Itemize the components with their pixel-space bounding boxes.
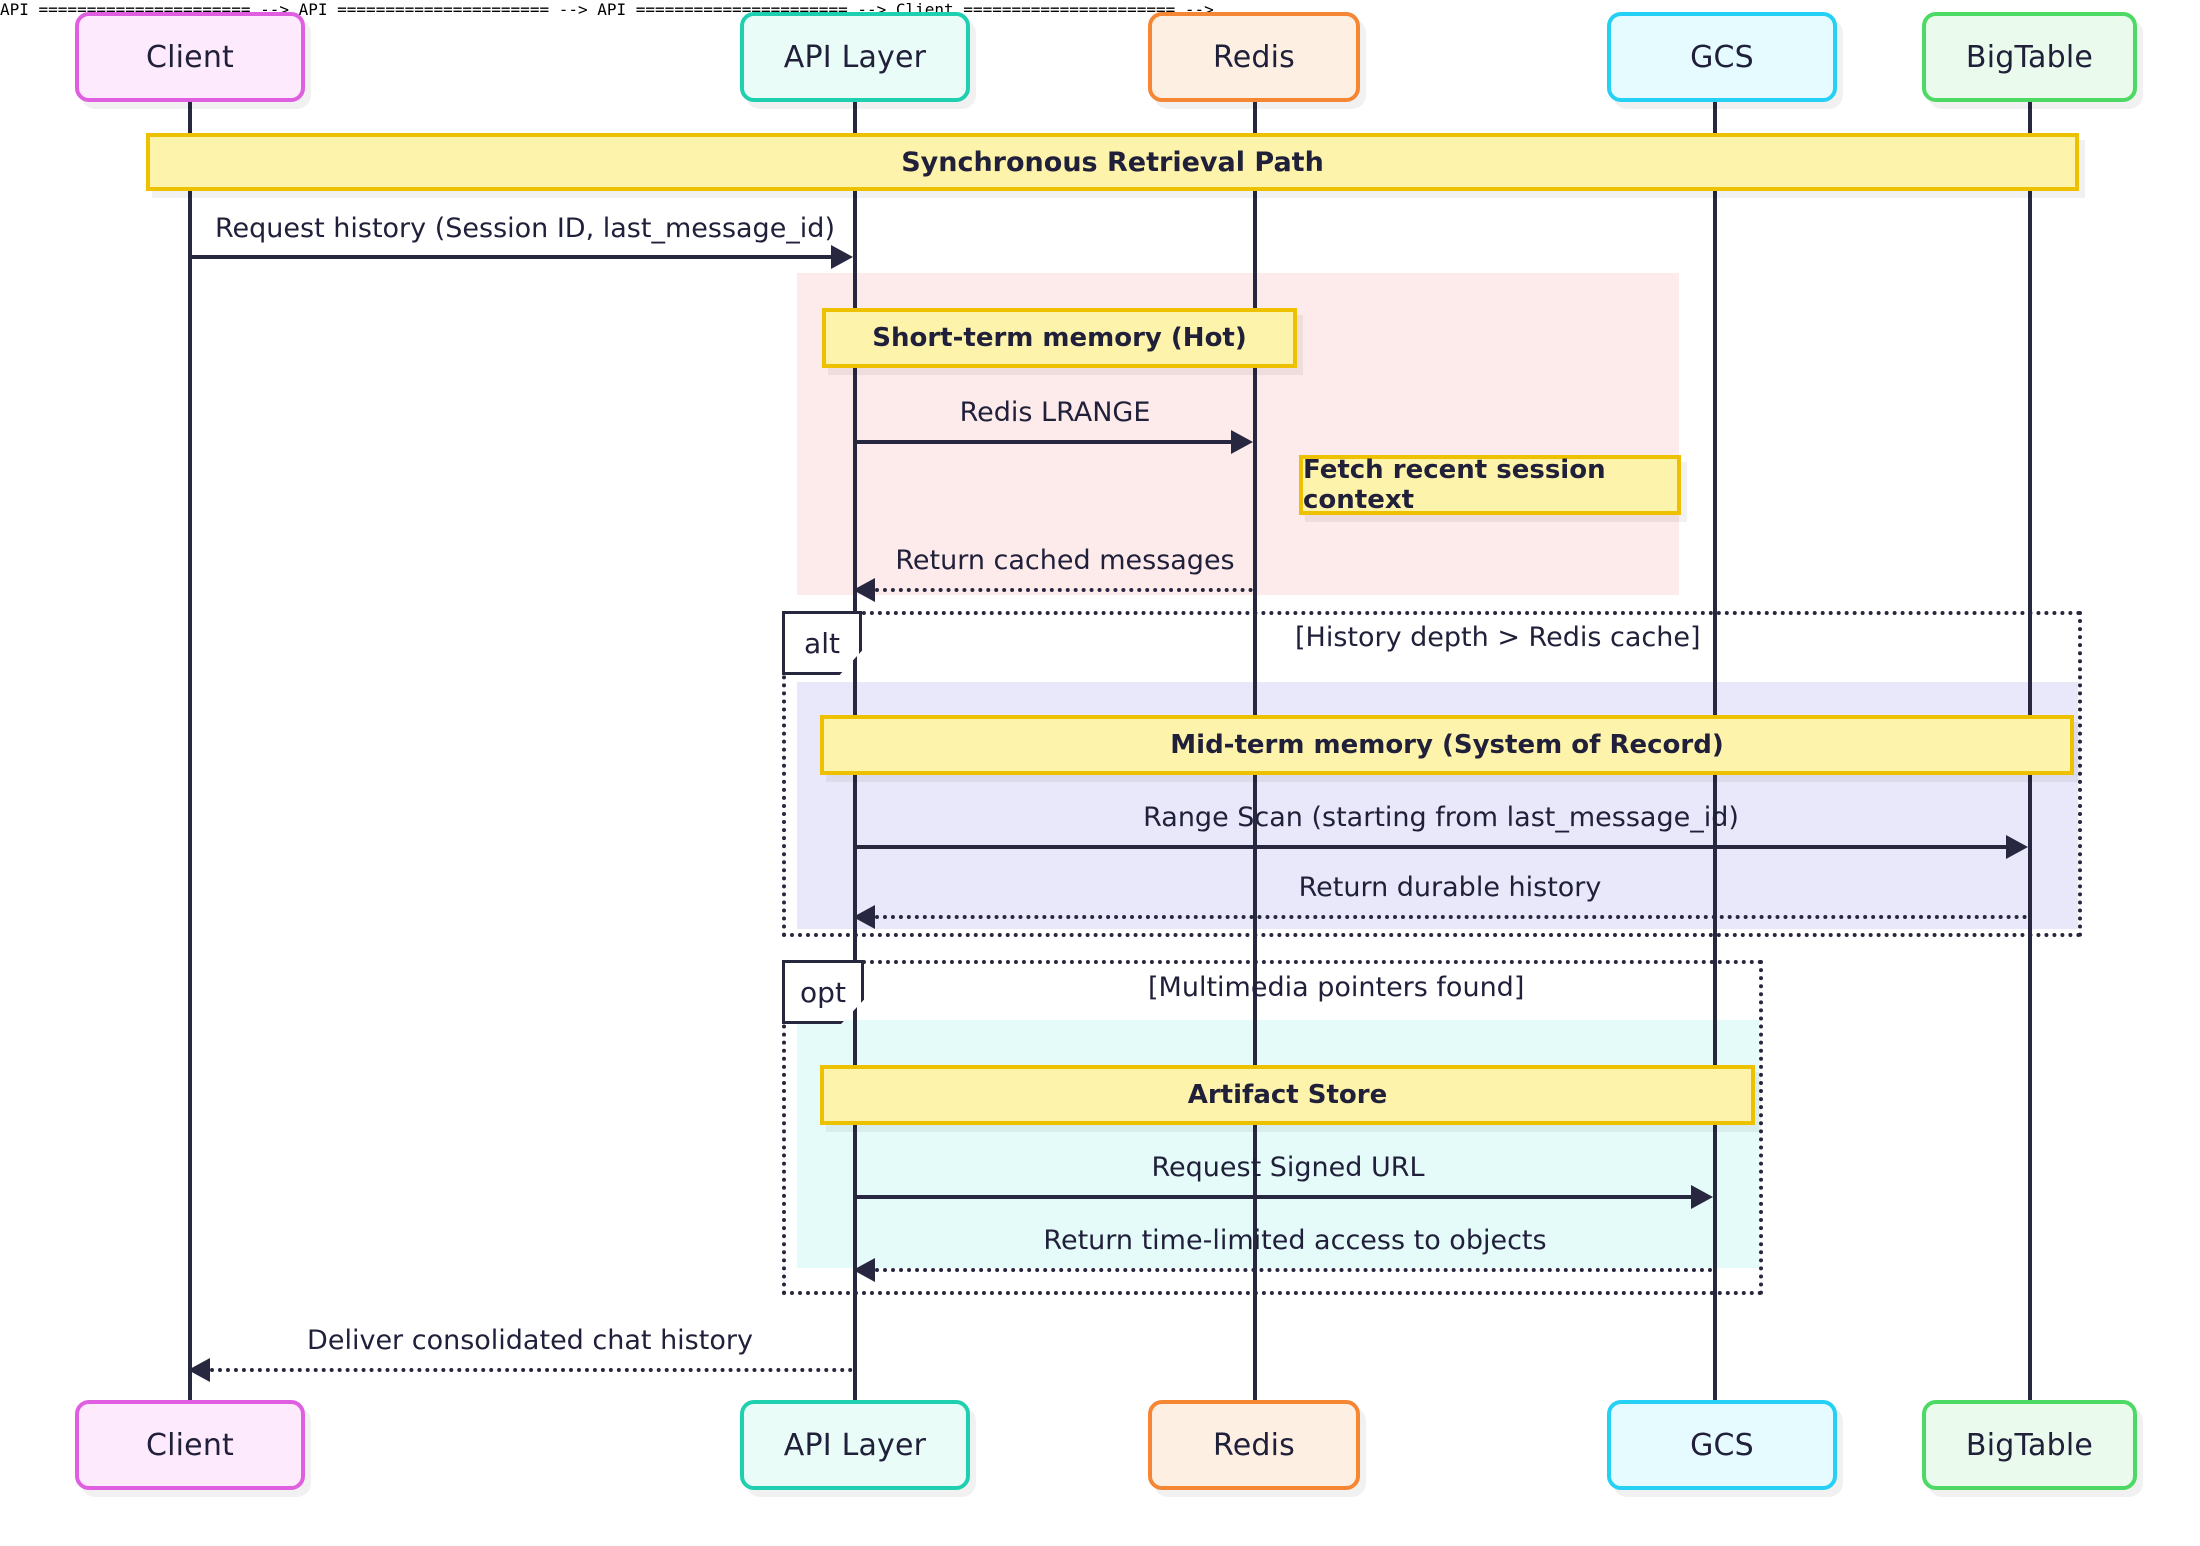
note-label: Mid-term memory (System of Record) [1170,730,1724,760]
message-line-m1 [190,255,833,259]
message-arrowhead-m6 [1691,1185,1713,1209]
message-label-m1: Request history (Session ID, last_messag… [215,213,835,244]
message-arrowhead-m7 [853,1258,875,1282]
message-arrowhead-m4 [2006,835,2028,859]
note-label: Fetch recent session context [1303,455,1606,515]
participant-bigtable-bottom[interactable]: BigTable [1922,1400,2137,1490]
note-synchronous-retrieval-path: Synchronous Retrieval Path [146,133,2079,191]
message-label-m5: Return durable history [1298,872,1602,903]
message-label-m6: Request Signed URL [1151,1152,1425,1183]
fragment-keyword: opt [800,975,846,1009]
participant-client-bottom[interactable]: Client [75,1400,305,1490]
participant-api-top[interactable]: API Layer [740,12,970,102]
message-label-m8: Deliver consolidated chat history [307,1325,753,1356]
participant-redis-top[interactable]: Redis [1148,12,1360,102]
fragment-label-opt: opt [782,960,864,1024]
region-artifact-store [797,1020,1759,1268]
note-artifact-store: Artifact Store [820,1065,1755,1125]
message-arrowhead-m2 [1231,430,1253,454]
participant-label: BigTable [1965,39,2094,75]
message-line-m4 [855,845,2008,849]
message-label-m3: Return cached messages [895,545,1235,576]
note-short-term-memory: Short-term memory (Hot) [822,308,1297,368]
participant-label: Client [145,39,235,75]
participant-label: BigTable [1965,1427,2094,1463]
participant-label: Redis [1213,39,1295,75]
note-label: Artifact Store [1187,1080,1388,1110]
fragment-keyword: alt [804,626,840,660]
participant-label: GCS [1690,39,1754,75]
lifeline-client [188,100,192,1400]
fragment-condition-alt: [History depth > Redis cache] [1295,622,1701,653]
banner-label: Synchronous Retrieval Path [901,146,1324,178]
note-label: Short-term memory (Hot) [872,323,1247,353]
note-fetch-recent-session-context: Fetch recent session context [1299,455,1681,515]
message-line-m2 [855,440,1233,444]
participant-label: API Layer [783,39,927,75]
message-label-m7: Return time-limited access to objects [1043,1225,1547,1256]
note-mid-term-memory: Mid-term memory (System of Record) [820,715,2074,775]
message-line-m7 [875,1268,1713,1272]
message-line-m5 [875,915,2028,919]
participant-client-top[interactable]: Client [75,12,305,102]
message-arrowhead-m8 [188,1358,210,1382]
message-line-m3 [875,588,1253,592]
message-label-m4: Range Scan (starting from last_message_i… [1143,802,1739,833]
participant-label: GCS [1690,1427,1754,1463]
participant-gcs-top[interactable]: GCS [1607,12,1837,102]
message-arrowhead-m3 [853,578,875,602]
participant-gcs-bottom[interactable]: GCS [1607,1400,1837,1490]
fragment-label-alt: alt [782,611,862,675]
participant-api-bottom[interactable]: API Layer [740,1400,970,1490]
participant-label: Client [145,1427,235,1463]
message-arrowhead-m5 [853,905,875,929]
participant-redis-bottom[interactable]: Redis [1148,1400,1360,1490]
message-line-m8 [210,1368,853,1372]
fragment-condition-opt: [Multimedia pointers found] [1148,972,1525,1003]
participant-label: API Layer [783,1427,927,1463]
participant-label: Redis [1213,1427,1295,1463]
participant-bigtable-top[interactable]: BigTable [1922,12,2137,102]
message-label-m2: Redis LRANGE [959,397,1151,428]
message-line-m6 [855,1195,1693,1199]
message-arrowhead-m1 [831,245,853,269]
